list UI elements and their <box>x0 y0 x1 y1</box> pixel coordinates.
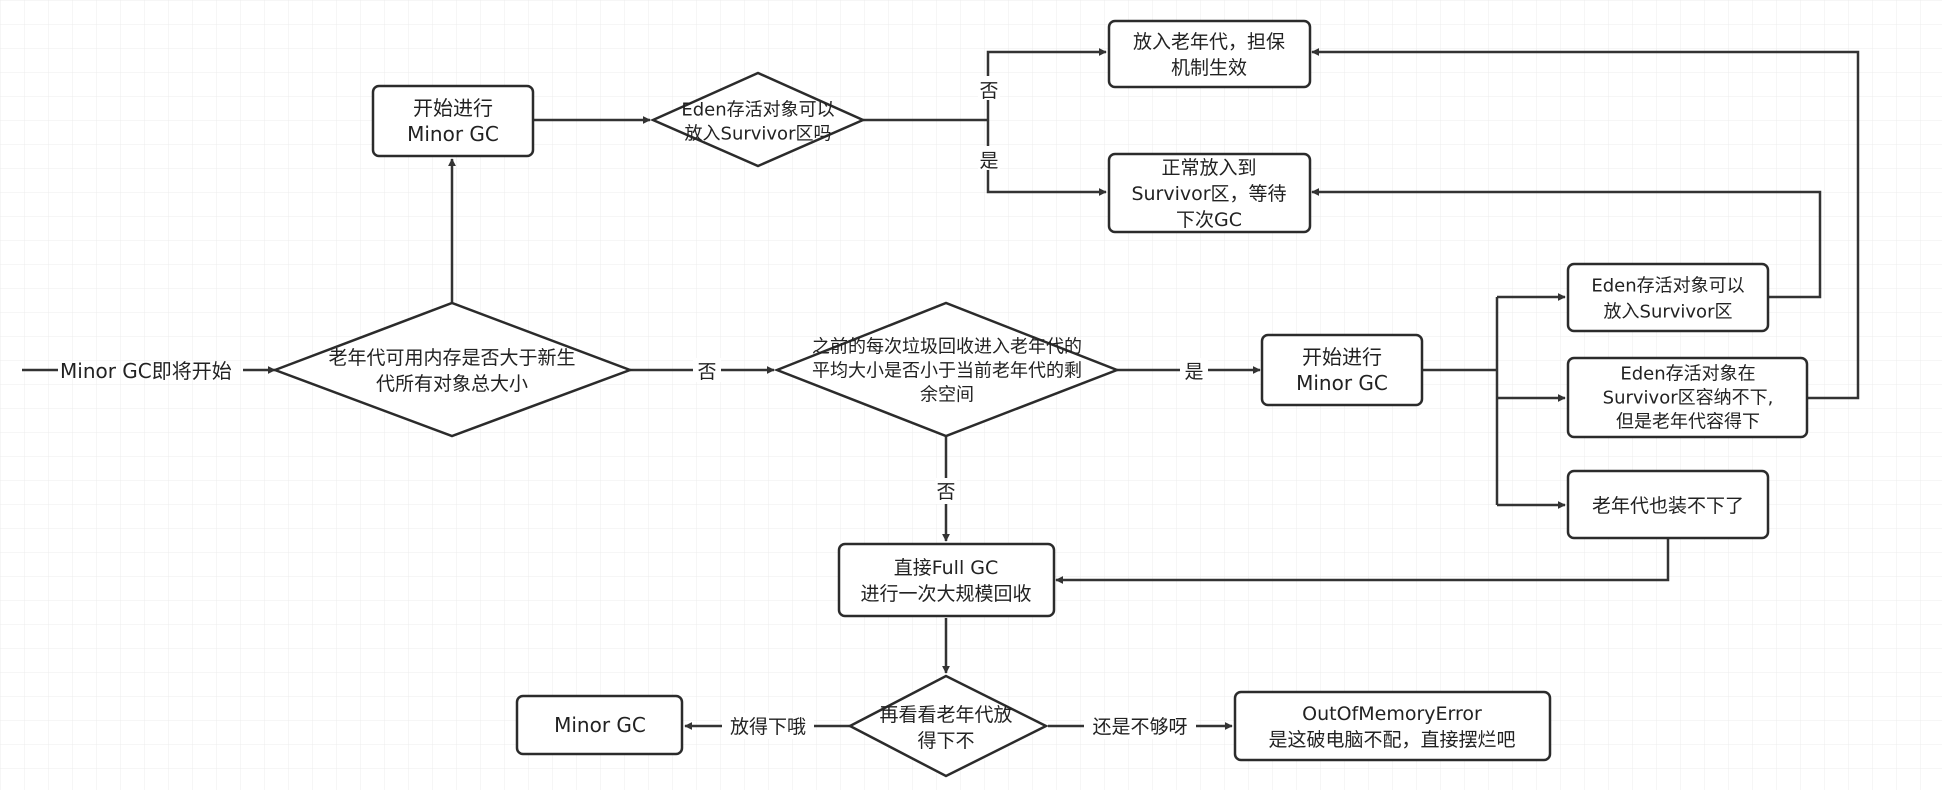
edge-label-yes-d2: 是 <box>1184 361 1203 383</box>
text-line: 再看看老年代放 <box>879 704 1012 726</box>
text-line: 得下不 <box>917 730 974 752</box>
process-eden-to-survivor-text: Eden存活对象可以放入Survivor区 <box>1591 275 1744 322</box>
text-line: Eden存活对象可以 <box>681 99 834 120</box>
process-survivor-normal-text: 正常放入到 Survivor区，等待下次GC <box>1131 157 1286 231</box>
text-line: 老年代也装不下了 <box>1592 495 1744 517</box>
text-line: Survivor区，等待 <box>1131 183 1286 205</box>
text-line: 放入Survivor区吗 <box>685 123 832 144</box>
process-full-gc-text: 直接Full GC 进行一次大规模回收 <box>860 557 1031 605</box>
text-line: 老年代可用内存是否大于新生 <box>328 347 575 369</box>
edge-label-no-d1: 否 <box>697 361 716 383</box>
text-line: 开始进行 <box>413 96 493 120</box>
process-out-of-memory-text: OutOfMemoryError 是这破电脑不配，直接摆烂吧 <box>1268 703 1515 751</box>
start-label: Minor GC即将开始 <box>60 359 232 383</box>
text-line: Survivor区容纳不下, <box>1603 387 1774 408</box>
process-old-full-text: 老年代也装不下了 <box>1592 495 1744 517</box>
text-line: 下次GC <box>1176 209 1242 231</box>
edge-label-no-d2: 否 <box>936 481 955 503</box>
process-out-of-memory: OutOfMemoryError 是这破电脑不配，直接摆烂吧 <box>1233 690 1552 762</box>
process-eden-to-old: Eden存活对象在 Survivor区容纳不下, 但是老年代容得下 <box>1566 356 1809 439</box>
edge-eden-fit-to-survivor-normal <box>986 120 1107 196</box>
text-line: 机制生效 <box>1171 57 1247 79</box>
edge-labels: 否 是 否 是 否 放得下哦 还是不够呀 <box>693 76 1208 739</box>
decision-old-vs-young-text: 老年代可用内存是否大于新生代所有对象总大小 <box>328 347 575 395</box>
decision-old-fit-after-text: 再看看老年代放得下不 <box>879 704 1012 752</box>
process-eden-to-survivor: Eden存活对象可以放入Survivor区 <box>1566 262 1770 333</box>
text-line: Eden存活对象在 <box>1620 363 1755 384</box>
text-line: 是这破电脑不配，直接摆烂吧 <box>1268 729 1515 751</box>
process-minor-gc-bottom-text: Minor GC <box>554 713 646 737</box>
text-line: 余空间 <box>920 384 974 405</box>
text-line: 放入Survivor区 <box>1604 301 1733 322</box>
process-old-full: 老年代也装不下了 <box>1566 469 1770 540</box>
edge-label-yes-eden: 是 <box>979 150 998 172</box>
text-line: 正常放入到 <box>1161 157 1256 179</box>
process-old-guarantee-text: 放入老年代，担保机制生效 <box>1133 31 1285 79</box>
decision-eden-fit-survivor-text: Eden存活对象可以放入Survivor区吗 <box>681 99 834 144</box>
edge-label-fits: 放得下哦 <box>730 716 806 738</box>
text-line: Minor GC <box>554 713 646 737</box>
decision-eden-fit-survivor: Eden存活对象可以放入Survivor区吗 <box>649 71 867 168</box>
text-line: Eden存活对象可以 <box>1591 275 1744 296</box>
text-line: Minor GC <box>1296 371 1388 395</box>
process-old-guarantee: 放入老年代，担保机制生效 <box>1107 19 1312 89</box>
process-full-gc: 直接Full GC 进行一次大规模回收 <box>837 542 1056 618</box>
edge-label-not-enough: 还是不够呀 <box>1092 716 1187 738</box>
process-minor-gc-bottom: Minor GC <box>515 694 684 756</box>
text-line: 之前的每次垃圾回收进入老年代的 <box>812 336 1082 357</box>
text-line: 平均大小是否小于当前老年代的剩 <box>812 360 1082 381</box>
process-survivor-normal: 正常放入到 Survivor区，等待下次GC <box>1107 152 1312 234</box>
edge-old-full-to-fullgc <box>1055 538 1670 584</box>
decision-avg-promotion-text: 之前的每次垃圾回收进入老年代的平均大小是否小于当前老年代的剩余空间 <box>812 336 1082 405</box>
text-line: 放入老年代，担保 <box>1133 31 1285 53</box>
text-line: OutOfMemoryError <box>1302 703 1482 725</box>
edge-label-no-eden: 否 <box>979 80 998 102</box>
edge-eden-survivor-to-survivor-normal <box>1311 188 1822 299</box>
text-line: 代所有对象总大小 <box>376 373 528 395</box>
text-line: 但是老年代容得下 <box>1616 411 1760 432</box>
start-node: Minor GC即将开始 <box>60 359 232 383</box>
text-line: 进行一次大规模回收 <box>860 583 1031 605</box>
text-line: 直接Full GC <box>894 557 999 579</box>
decision-old-fit-after: 再看看老年代放得下不 <box>847 674 1049 778</box>
edge-eden-old-to-old-guarantee <box>1311 48 1860 400</box>
process-eden-to-old-text: Eden存活对象在 Survivor区容纳不下, 但是老年代容得下 <box>1603 363 1774 432</box>
text-line: 开始进行 <box>1302 345 1382 369</box>
text-line: Minor GC <box>407 122 499 146</box>
decision-avg-promotion: 之前的每次垃圾回收进入老年代的平均大小是否小于当前老年代的剩余空间 <box>773 301 1121 438</box>
decision-old-vs-young: 老年代可用内存是否大于新生代所有对象总大小 <box>271 301 634 438</box>
